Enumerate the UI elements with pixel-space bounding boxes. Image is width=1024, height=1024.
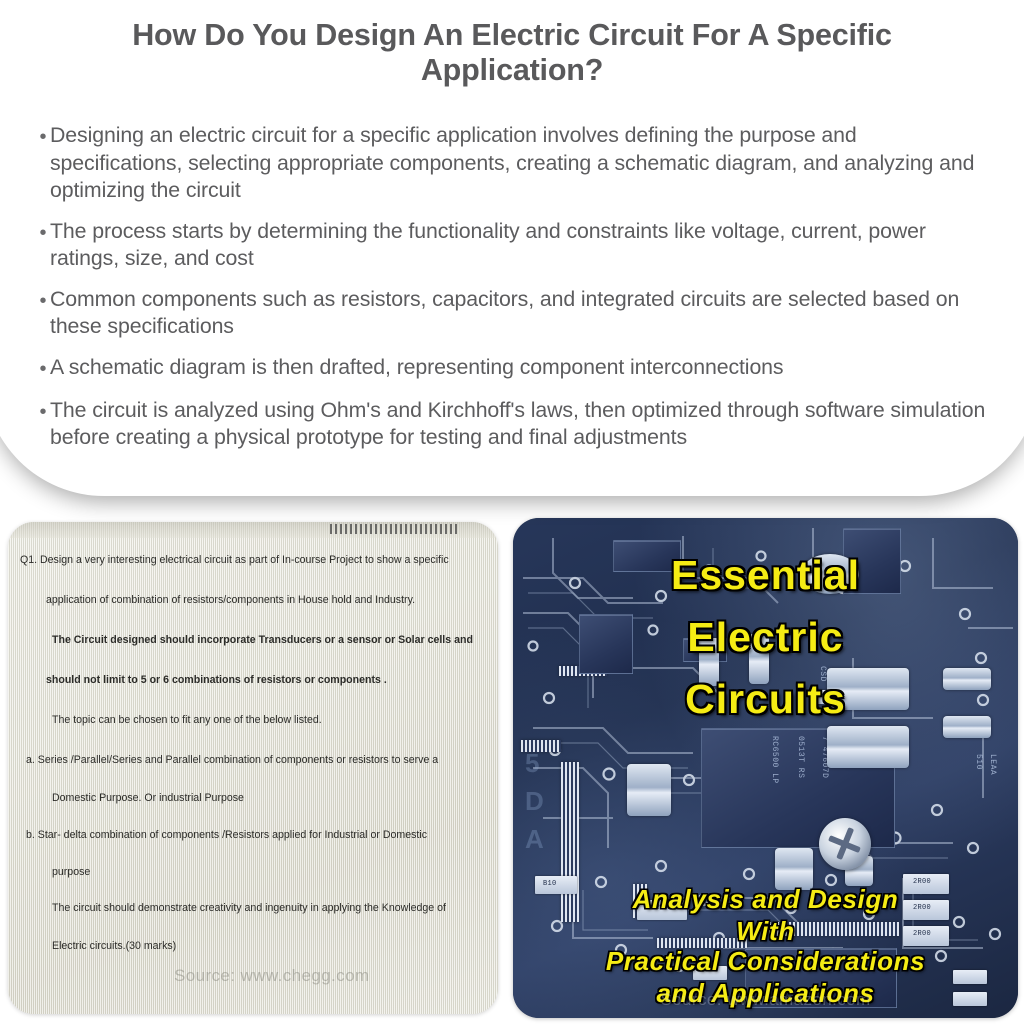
capacitor-right	[827, 726, 909, 768]
chip-marking-leaa: LEAA	[988, 754, 997, 776]
pcb-title-line-3: Circuits	[685, 676, 846, 722]
document-line: a. Series /Parallel/Series and Parallel …	[26, 754, 439, 766]
source-watermark: Source: www.chegg.com	[174, 966, 370, 985]
page-title: How Do You Design An Electric Circuit Fo…	[132, 18, 892, 87]
pcb-title-line-2: Electric	[687, 614, 844, 660]
list-item: • The process starts by determining the …	[36, 218, 992, 273]
bullet-marker-icon: •	[39, 400, 47, 423]
paper-texture	[8, 522, 498, 1014]
document-line: purpose	[52, 866, 91, 878]
list-item-text: A schematic diagram is then drafted, rep…	[50, 354, 784, 379]
list-item-text: The circuit is analyzed using Ohm's and …	[50, 397, 986, 450]
bullet-marker-icon: •	[39, 221, 47, 244]
list-item: • A schematic diagram is then drafted, r…	[36, 354, 992, 384]
capacitor-edge-2	[943, 716, 991, 738]
document-line: application of combination of resistors/…	[46, 594, 416, 606]
pcb-subtitle-line-3: Practical Considerations	[605, 946, 926, 976]
resistor-b10	[535, 876, 577, 894]
document-line: The circuit should demonstrate creativit…	[52, 902, 446, 914]
hero-card-content: How Do You Design An Electric Circuit Fo…	[0, 0, 1024, 496]
list-item: • Designing an electric circuit for a sp…	[36, 122, 992, 205]
board-marking-5: 5	[525, 748, 540, 778]
pin-header-bottom	[769, 922, 899, 936]
board-marking-a: A	[525, 824, 544, 854]
document-line: The Circuit designed should incorporate …	[52, 634, 473, 646]
bullet-list: • Designing an electric circuit for a sp…	[36, 122, 992, 465]
image-row: Q1. Design a very interesting electrical…	[0, 512, 1024, 1024]
resistor-label-b10: B10	[543, 880, 557, 888]
ic-chip-bottom	[745, 948, 897, 1008]
ic-chip-upper-left	[579, 614, 633, 674]
mounting-screw	[819, 818, 871, 870]
resistor-label-2r00-a: 2R00	[913, 878, 932, 886]
scanned-document-image: Q1. Design a very interesting electrical…	[8, 522, 498, 1014]
list-item: • Common components such as resistors, c…	[36, 286, 992, 341]
circuit-board-image: 5 D A RC6500 LP 0513T RS 7 47607D	[513, 518, 1018, 1018]
resistor-label-2r00-c: 2R00	[913, 930, 932, 938]
pcb-subtitle-line-1: Analysis and Design	[632, 884, 899, 914]
bullet-marker-icon: •	[39, 126, 47, 148]
capacitor-left	[627, 764, 671, 816]
resistor-small-a	[693, 966, 727, 980]
source-watermark: Source: www.amazon.com	[660, 990, 871, 1009]
document-text-block: Q1. Design a very interesting electrical…	[20, 544, 486, 1004]
capacitor-top-right	[827, 668, 909, 710]
chip-marking-rc6500: RC6500 LP	[770, 736, 779, 784]
resistor-2r00-a	[903, 874, 949, 894]
resistor-small-d	[813, 690, 835, 704]
document-line: Electric circuits.(30 marks)	[52, 940, 177, 952]
document-line: Domestic Purpose. Or industrial Purpose	[52, 792, 244, 804]
document-line: should not limit to 5 or 6 combinations …	[46, 674, 387, 686]
resistor-1r0	[637, 900, 687, 920]
resistor-2r00-b	[903, 900, 949, 920]
resistor-label-2r00-b: 2R00	[913, 904, 932, 912]
pcb-title-line-1: Essential	[670, 552, 861, 598]
document-line: Q1. Design a very interesting electrical…	[20, 554, 449, 566]
document-line: The topic can be chosen to fit any one o…	[52, 714, 322, 726]
pcb-subtitle-line-4: and Applications	[656, 978, 875, 1008]
pin-header-bottom-left	[657, 938, 747, 948]
paper-smudge	[330, 524, 460, 534]
board-marking-d: D	[525, 786, 544, 816]
list-item-text: The process starts by determining the fu…	[50, 218, 926, 271]
pcb-components: 5 D A RC6500 LP 0513T RS 7 47607D	[513, 518, 1018, 1018]
document-line: b. Star- delta combination of components…	[26, 829, 427, 841]
hero-card: How Do You Design An Electric Circuit Fo…	[0, 0, 1024, 496]
bullet-marker-icon: •	[39, 357, 47, 380]
bullet-marker-icon: •	[39, 289, 47, 312]
chip-marking-510: 510	[974, 754, 983, 770]
resistor-label-1r0: 1R0	[651, 904, 665, 912]
inductor-coil	[801, 554, 859, 594]
capacitor-edge	[943, 668, 991, 690]
pcb-subtitle-line-2: With	[736, 916, 795, 946]
resistor-small-c	[953, 992, 987, 1006]
list-item-text: Designing an electric circuit for a spec…	[50, 123, 975, 202]
capacitor-upper	[699, 638, 719, 686]
ic-chip-top	[613, 540, 681, 572]
list-item: • The circuit is analyzed using Ohm's an…	[36, 397, 992, 452]
capacitor-upper-2	[749, 634, 769, 684]
resistor-2r00-c	[903, 926, 949, 946]
capacitor-lower	[775, 848, 813, 890]
chip-marking-0513t: 0513T RS	[796, 736, 805, 779]
resistor-small-b	[953, 970, 987, 984]
list-item-text: Common components such as resistors, cap…	[50, 286, 960, 339]
pin-header-top-left	[521, 740, 561, 752]
